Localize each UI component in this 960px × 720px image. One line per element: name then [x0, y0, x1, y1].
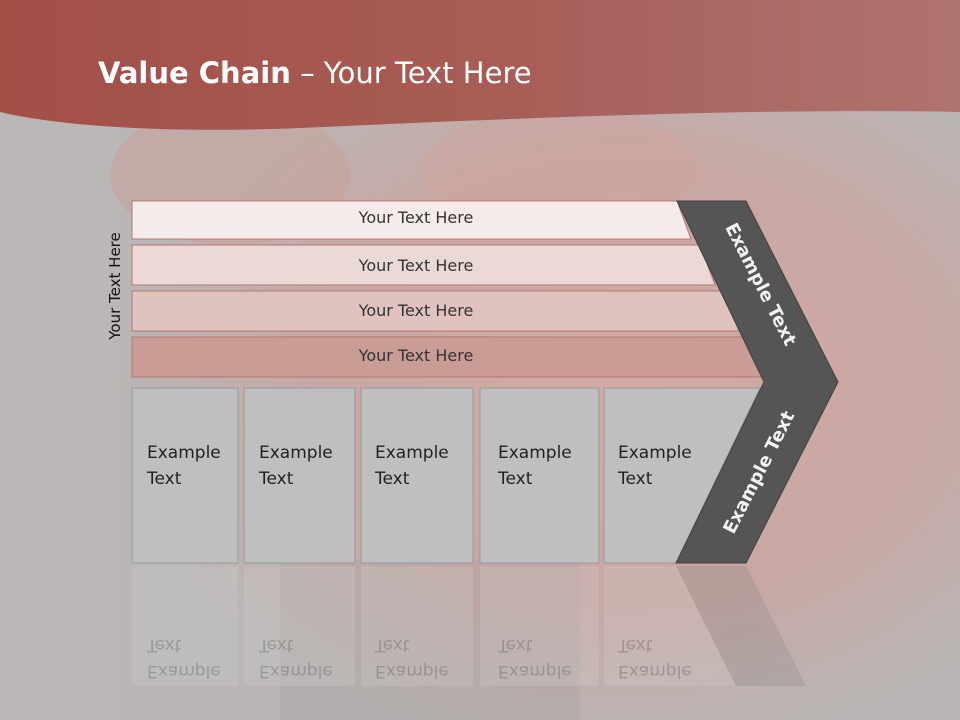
cell-1-reflection-text: Example Text — [147, 635, 221, 681]
cell-4-reflection — [480, 566, 599, 686]
chevron-arrow — [675, 200, 839, 564]
cell-3-reflection — [361, 566, 473, 686]
slide-title: Value Chain – Your Text Here — [98, 56, 532, 90]
band-1 — [131, 200, 692, 240]
band-2 — [131, 244, 716, 286]
band-1-label: Your Text Here — [358, 208, 474, 227]
cell-3-reflection-text: Example Text — [375, 635, 449, 681]
band-2-label: Your Text Here — [358, 256, 474, 275]
band-3-label: Your Text Here — [358, 301, 474, 320]
cell-1-reflection — [132, 566, 238, 686]
cell-4-label: Example Text — [498, 443, 572, 489]
cell-1 — [131, 387, 239, 564]
cell-4 — [479, 387, 600, 564]
cell-2-reflection-text: Example Text — [259, 635, 333, 681]
band-4-label: Your Text Here — [358, 346, 474, 365]
cell-3 — [360, 387, 474, 564]
cell-5-reflection — [604, 566, 740, 686]
cell-2-reflection — [244, 566, 355, 686]
cell-2-label: Example Text — [259, 443, 333, 489]
cell-4-reflection-text: Example Text — [498, 635, 572, 681]
header-band — [0, 0, 960, 130]
cell-3-label: Example Text — [375, 443, 449, 489]
cell-5-label: Example Text — [618, 443, 692, 489]
cell-5-reflection-text: Example Text — [618, 635, 692, 681]
cell-1-label: Example Text — [147, 443, 221, 489]
chevron-reflection — [676, 566, 806, 686]
cell-2 — [243, 387, 356, 564]
